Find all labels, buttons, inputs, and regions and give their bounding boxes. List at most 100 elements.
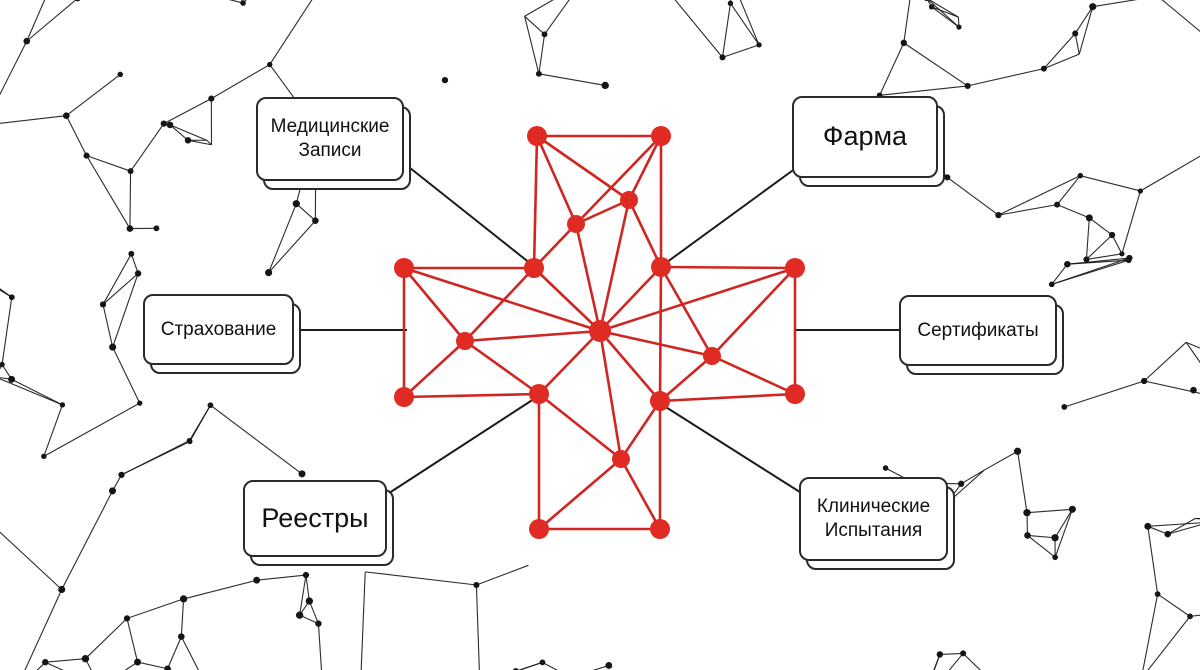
mesh-node (1108, 231, 1116, 239)
mesh-node (292, 200, 300, 208)
network-edge (464, 339, 540, 396)
label-registries: Реестры (261, 502, 369, 533)
mesh-node (81, 655, 90, 663)
mesh-node (1141, 377, 1148, 385)
mesh-edge (26, 0, 77, 42)
mesh-edge (1043, 53, 1080, 70)
mesh-node (756, 42, 762, 48)
mesh-edge (1067, 257, 1130, 265)
mesh-edge (998, 175, 1081, 216)
network-node (650, 519, 670, 539)
mesh-edge (1074, 33, 1080, 55)
mesh-edge (129, 171, 132, 229)
mesh-node (23, 37, 31, 45)
label-clinical-trials: Клинические Испытания (816, 496, 931, 541)
mesh-node (924, 0, 929, 1)
mesh-node (75, 0, 81, 2)
mesh-node (535, 70, 542, 77)
mesh-edge (43, 404, 63, 457)
card-certificates: Сертификаты (899, 295, 1057, 366)
mesh-node (109, 343, 117, 351)
network-edge (658, 266, 663, 402)
mesh-edge (1085, 217, 1090, 260)
mesh-edge (1056, 175, 1081, 205)
network-edge (533, 267, 601, 332)
mesh-node (944, 174, 951, 181)
mesh-edge (112, 346, 141, 404)
mesh-node (8, 294, 15, 301)
card-insurance: Страхование (143, 294, 294, 365)
mesh-edge (1086, 234, 1113, 260)
mesh-edge (1157, 593, 1191, 617)
mesh-edge (26, 0, 46, 42)
network-edge (535, 135, 578, 225)
mesh-edge (112, 273, 139, 348)
mesh-edge (524, 0, 554, 17)
mesh-node (1083, 256, 1090, 263)
mesh-node (166, 121, 174, 129)
mesh-edge (295, 203, 316, 222)
mesh-node (928, 4, 935, 10)
mesh-edge (85, 618, 128, 660)
mesh-edge (0, 40, 28, 96)
mesh-edge (739, 0, 760, 46)
mesh-node (1089, 3, 1097, 11)
card-medical-records: Медицинские Записи (256, 97, 404, 181)
mesh-node (59, 402, 66, 408)
mesh-edge (206, 139, 212, 146)
network-edge (711, 267, 796, 357)
mesh-node (117, 71, 123, 78)
mesh-node (1068, 505, 1076, 513)
mesh-edge (947, 176, 999, 216)
mesh-edge (903, 42, 968, 87)
mesh-node (160, 120, 167, 127)
box-connector-line (382, 396, 538, 498)
network-edge (599, 266, 662, 332)
network-edge (403, 267, 466, 342)
mesh-edge (45, 658, 86, 663)
mesh-edge (1078, 6, 1094, 55)
mesh-node (178, 633, 185, 640)
network-node (456, 332, 474, 350)
mesh-edge (928, 0, 959, 18)
mesh-edge (984, 450, 1018, 471)
mesh-edge (1185, 341, 1200, 349)
network-node (612, 450, 630, 468)
network-edge (627, 135, 663, 201)
mesh-edge (169, 124, 207, 141)
mesh-edge (86, 155, 131, 172)
mesh-edge (0, 378, 63, 406)
mesh-node (207, 402, 214, 409)
mesh-edge (544, 0, 570, 35)
network-edge (659, 355, 713, 402)
mesh-edge (180, 636, 200, 670)
mesh-node (900, 39, 908, 47)
mesh-node (153, 225, 160, 232)
mesh-edge (163, 98, 212, 125)
mesh-edge (1147, 525, 1168, 535)
mesh-node (123, 615, 131, 622)
network-edge (403, 340, 466, 398)
mesh-edge (305, 574, 310, 602)
mesh-node (1051, 534, 1059, 542)
mesh-edge (721, 3, 731, 58)
mesh-edge (180, 598, 185, 637)
mesh-node (265, 269, 273, 277)
mesh-edge (1147, 522, 1200, 527)
box-connector-line (399, 159, 532, 265)
mesh-node (541, 31, 548, 38)
mesh-node (1164, 530, 1171, 538)
mesh-edge (167, 636, 182, 669)
mesh-edge (1144, 380, 1200, 394)
mesh-edge (1, 297, 13, 365)
mesh-edge (102, 273, 139, 305)
mesh-node (187, 438, 193, 445)
mesh-edge (960, 469, 985, 485)
mesh-edge (299, 574, 307, 616)
mesh-node (184, 137, 192, 144)
mesh-edge (1056, 204, 1090, 219)
network-edge (464, 267, 535, 342)
mesh-edge (24, 589, 63, 670)
